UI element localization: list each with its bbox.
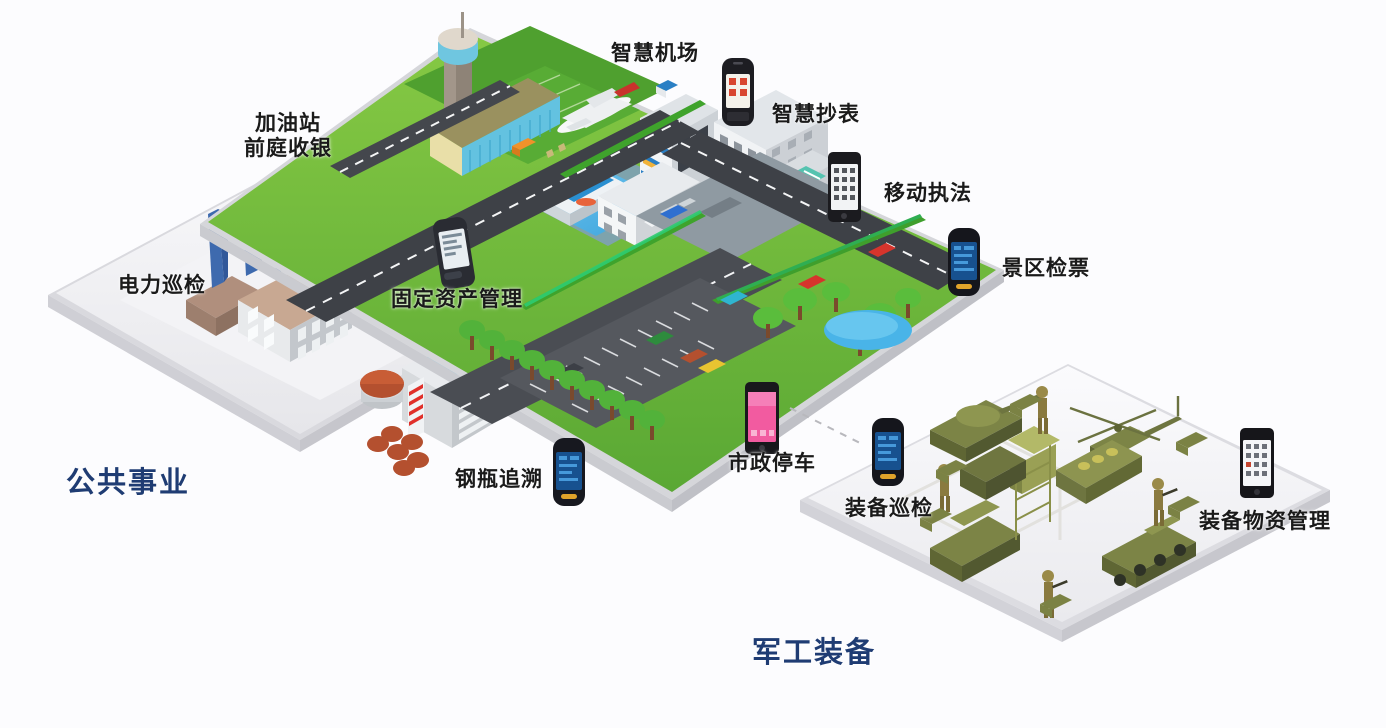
section-title-military-equipment[interactable]: 军工装备 <box>752 637 877 669</box>
label-smart-airport[interactable]: 智慧机场 <box>611 42 699 65</box>
park-hedge <box>712 214 926 304</box>
device-smart-meter[interactable] <box>722 58 754 126</box>
device-fixed-asset[interactable] <box>432 216 477 290</box>
label-equipment-material-management[interactable]: 装备物资管理 <box>1199 510 1331 533</box>
device-equipment-inspect[interactable] <box>872 418 904 486</box>
label-fixed-asset-management[interactable]: 固定资产管理 <box>391 288 523 311</box>
military-units <box>920 386 1208 618</box>
device-parking[interactable] <box>745 382 779 454</box>
tracked-vehicle <box>930 500 1020 582</box>
airport-terminal <box>430 78 560 176</box>
supply-depot <box>1056 440 1142 504</box>
section-title-public-utilities[interactable]: 公共事业 <box>66 467 191 499</box>
label-power-inspection[interactable]: 电力巡检 <box>118 274 206 297</box>
barracks <box>960 446 1026 500</box>
label-gas-station-cashier[interactable]: 加油站 前庭收银 <box>244 112 332 160</box>
label-mobile-law-enforcement[interactable]: 移动执法 <box>884 182 972 205</box>
device-mobile-law[interactable] <box>828 152 861 222</box>
label-smart-meter-reading[interactable]: 智慧抄表 <box>772 103 860 126</box>
street-cars <box>660 205 896 305</box>
device-cylinder[interactable] <box>553 438 585 506</box>
device-equipment-material[interactable] <box>1240 428 1274 498</box>
label-cylinder-traceability[interactable]: 钢瓶追溯 <box>455 468 543 491</box>
supply-crates <box>920 394 1208 618</box>
label-scenic-ticket-check[interactable]: 景区检票 <box>1002 257 1090 280</box>
device-scenic-ticket[interactable] <box>948 228 980 296</box>
park-pond <box>824 310 912 350</box>
label-municipal-parking[interactable]: 市政停车 <box>728 452 816 475</box>
airplane <box>557 82 640 133</box>
label-equipment-inspection[interactable]: 装备巡检 <box>845 497 933 520</box>
